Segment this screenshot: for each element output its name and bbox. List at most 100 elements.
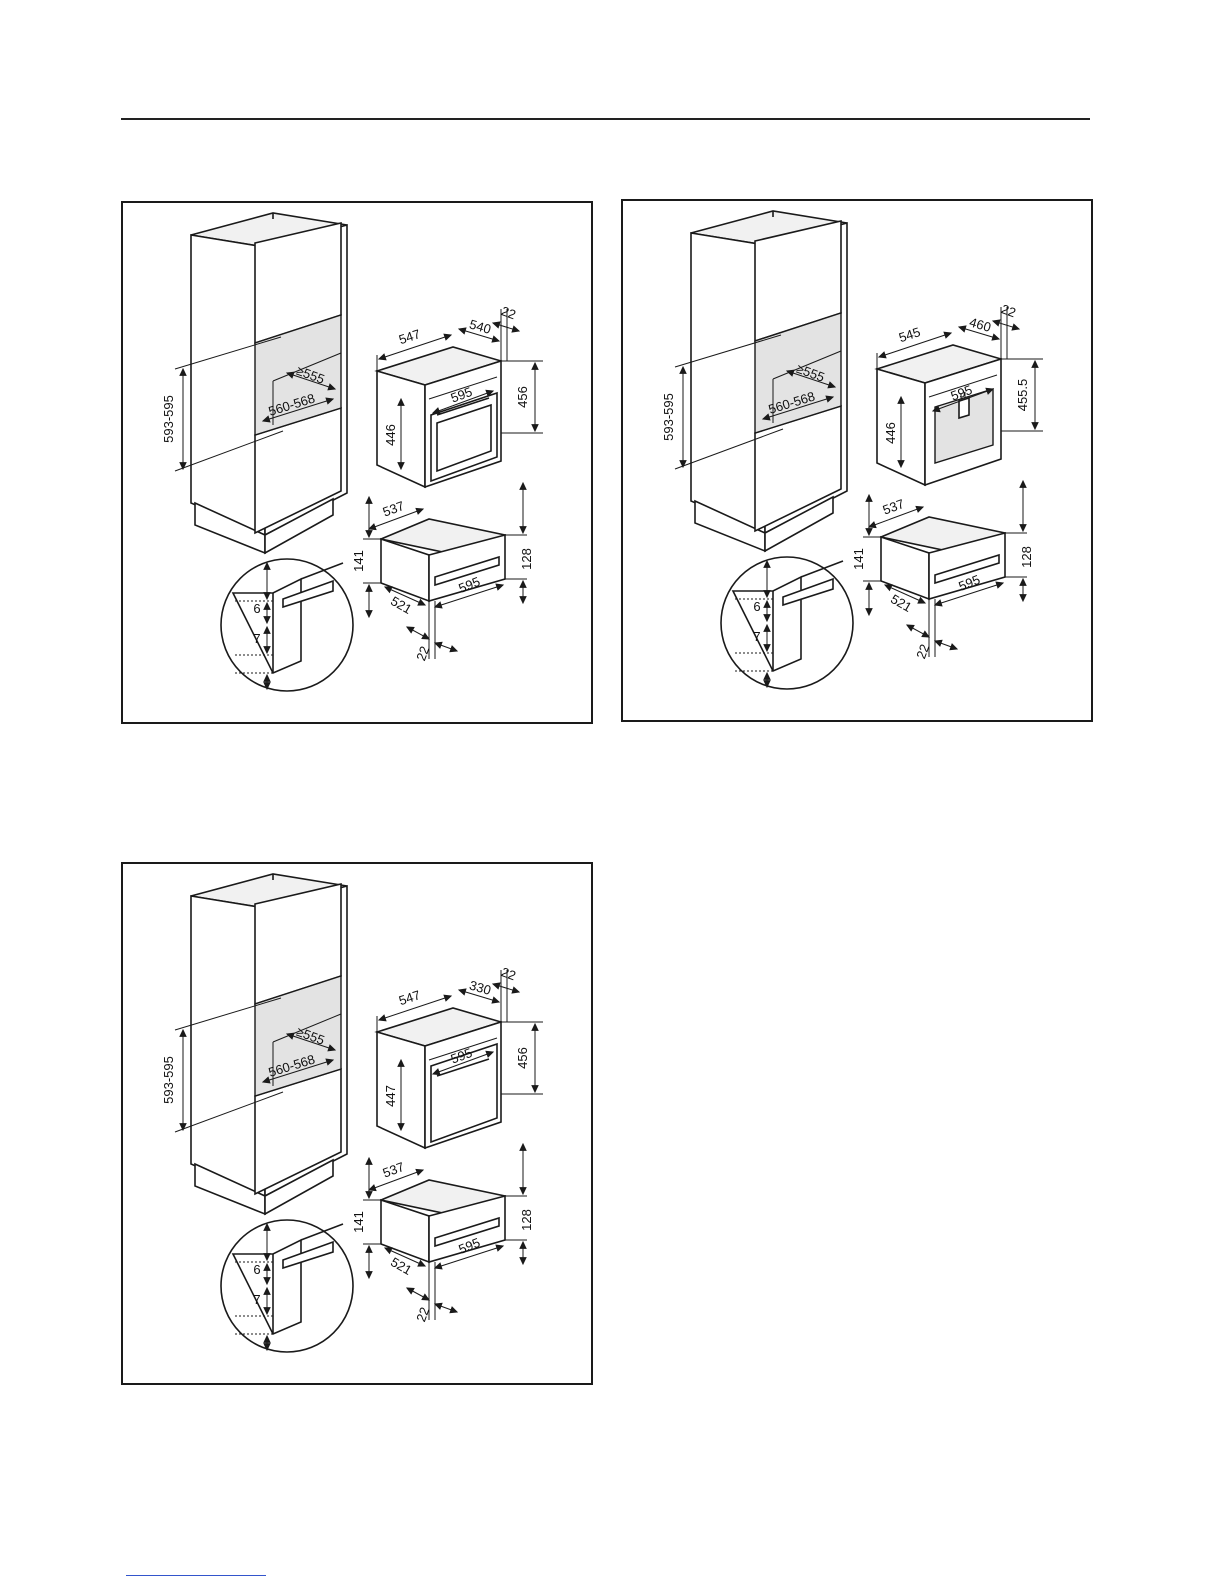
app-height-outer-dim-arrow-end bbox=[532, 1086, 538, 1092]
drawer-height-front-bottom-arrow-arrow-end bbox=[1020, 579, 1026, 585]
footer-link-underline bbox=[126, 1575, 266, 1576]
drawer-overhang-left-arrow-arrow-start bbox=[407, 1288, 414, 1294]
drawer-width-dim-arrow-start bbox=[435, 1263, 442, 1269]
app-front-overhang-label: 22 bbox=[499, 303, 518, 322]
drawer-width-dim-arrow-end bbox=[496, 1245, 503, 1251]
detail-gap-top-label: 6 bbox=[753, 599, 760, 614]
drawer-height-front-top-arrow-arrow-start bbox=[1020, 481, 1026, 487]
app-depth-dim-arrow-start bbox=[379, 1015, 386, 1021]
drawer-depth-dim-arrow-start bbox=[369, 524, 376, 530]
drawer-overhang-left-arrow-arrow-start bbox=[907, 625, 914, 631]
drawer-depth-inner-dim-arrow-start bbox=[385, 1248, 392, 1253]
drawer-height-front-bottom-arrow-arrow-start bbox=[520, 1258, 526, 1264]
drawer-depth-inner-dim-arrow-start bbox=[885, 585, 892, 590]
drawer-depth-dim-arrow-end bbox=[416, 1169, 423, 1175]
header-rule bbox=[121, 118, 1090, 120]
drawer-height-outer-bottom-arrow-arrow-end bbox=[366, 1246, 372, 1252]
drawer-overhang-right-arrow-arrow-end bbox=[435, 642, 442, 648]
app-front-overhang-dim-arrow-end bbox=[512, 326, 519, 332]
drawer-height-front-top-arrow-arrow-start bbox=[520, 483, 526, 489]
drawer-overhang-left-arrow-arrow-end bbox=[422, 1294, 429, 1300]
drawer-depth-dim-arrow-start bbox=[369, 1185, 376, 1191]
app-height-front-label: 447 bbox=[383, 1085, 398, 1107]
app-depth-inner-label: 330 bbox=[468, 977, 493, 997]
drawer-depth-inner-label: 521 bbox=[388, 593, 414, 617]
drawer-depth-inner-dim-arrow-end bbox=[418, 600, 425, 605]
app-depth-inner-dim-arrow-start bbox=[959, 326, 966, 332]
drawer-height-front-bottom-arrow-arrow-start bbox=[1020, 595, 1026, 601]
app-height-front-label: 446 bbox=[383, 424, 398, 446]
drawer-depth-inner-dim-arrow-end bbox=[918, 598, 925, 603]
detail-gap-top-label: 6 bbox=[253, 601, 260, 616]
drawer-depth-inner-label: 521 bbox=[888, 591, 914, 615]
drawer-width-dim-arrow-start bbox=[435, 602, 442, 608]
detail-gap-bottom-label: 7 bbox=[253, 631, 260, 646]
niche-height-dim-arrow-end bbox=[180, 1124, 186, 1130]
app-front-overhang-dim-arrow-start bbox=[993, 320, 1000, 326]
detail-gap-bottom-label: 7 bbox=[253, 1292, 260, 1307]
niche-height-dim-arrow-start bbox=[180, 369, 186, 375]
app-front-overhang-dim-arrow-end bbox=[1012, 324, 1019, 330]
drawer-height-outer-top-arrow-arrow-end bbox=[866, 529, 872, 535]
drawer-height-front-label: 128 bbox=[519, 1209, 534, 1231]
drawer-height-front-bottom-arrow-arrow-start bbox=[520, 597, 526, 603]
drawer-depth-inner-label: 521 bbox=[388, 1254, 414, 1278]
app-height-outer-label: 456 bbox=[515, 1047, 530, 1069]
niche-height-label: 593-595 bbox=[161, 395, 176, 443]
app-front-overhang-dim-arrow-start bbox=[493, 983, 500, 989]
magnified-detail: 67 bbox=[721, 557, 853, 689]
drawer-height-outer-top-arrow-arrow-end bbox=[366, 531, 372, 537]
niche-height-label: 593-595 bbox=[161, 1056, 176, 1104]
app-height-front-label: 446 bbox=[883, 422, 898, 444]
app-height-outer-dim-arrow-end bbox=[532, 425, 538, 431]
drawer-height-front-label: 128 bbox=[1019, 546, 1034, 568]
drawer-height-outer-bottom-arrow-arrow-start bbox=[366, 611, 372, 617]
drawer-height-front-bottom-arrow-arrow-end bbox=[520, 581, 526, 587]
drawer-overhang-left-arrow-arrow-start bbox=[407, 627, 414, 633]
drawer-width-dim-arrow-end bbox=[496, 584, 503, 590]
drawer-depth-dim-arrow-end bbox=[916, 506, 923, 512]
drawer-overhang-right-arrow-arrow-start bbox=[450, 646, 457, 652]
app-height-outer-dim-arrow-start bbox=[532, 363, 538, 369]
app-depth-inner-dim-arrow-end bbox=[992, 334, 999, 340]
magnified-detail: 67 bbox=[221, 1220, 353, 1352]
tall-cabinet: 593-595≥555560-568 bbox=[161, 213, 347, 553]
diagram-svg: 593-595≥555560-5685473302259545644753714… bbox=[123, 864, 591, 1383]
app-depth-inner-dim-arrow-end bbox=[492, 336, 499, 342]
app-depth-inner-dim-arrow-end bbox=[492, 997, 499, 1003]
drawer-height-outer-top-arrow-arrow-start bbox=[366, 497, 372, 503]
niche-height-label: 593-595 bbox=[661, 393, 676, 441]
drawer-overhang-left-arrow-arrow-end bbox=[922, 631, 929, 637]
app-front-overhang-dim-arrow-start bbox=[493, 322, 500, 328]
app-front-overhang-label: 22 bbox=[499, 964, 518, 983]
drawer-depth-inner-dim-arrow-end bbox=[418, 1261, 425, 1266]
app-height-outer-label: 455.5 bbox=[1015, 379, 1030, 412]
warming-drawer: 53714112852159522 bbox=[851, 481, 1034, 661]
magnified-detail: 67 bbox=[221, 559, 353, 691]
diagram-svg: 593-595≥555560-5685475402259545644653714… bbox=[123, 203, 591, 722]
drawer-overhang-left-arrow-arrow-end bbox=[422, 633, 429, 639]
drawer-width-dim-arrow-end bbox=[996, 582, 1003, 588]
cabinet-side bbox=[191, 235, 265, 535]
app-height-outer-dim-arrow-start bbox=[532, 1024, 538, 1030]
drawer-depth-inner-dim-arrow-start bbox=[385, 587, 392, 592]
drawer-height-front-bottom-arrow-arrow-end bbox=[520, 1242, 526, 1248]
warming-drawer: 53714112852159522 bbox=[351, 1144, 534, 1324]
app-depth-inner-label: 540 bbox=[468, 316, 493, 336]
app-height-outer-dim-arrow-start bbox=[1032, 361, 1038, 367]
appliance: 54754022595456446 bbox=[377, 303, 543, 487]
tall-cabinet: 593-595≥555560-568 bbox=[161, 874, 347, 1214]
app-height-outer-dim-arrow-end bbox=[1032, 423, 1038, 429]
drawer-height-outer-bottom-arrow-arrow-end bbox=[366, 585, 372, 591]
app-depth-dim-arrow-end bbox=[444, 995, 451, 1001]
detail-gap-bottom-label: 7 bbox=[753, 629, 760, 644]
app-depth-dim-arrow-end bbox=[944, 332, 951, 338]
drawer-overhang-right-arrow-arrow-start bbox=[950, 644, 957, 650]
drawer-height-outer-top-arrow-arrow-start bbox=[866, 495, 872, 501]
